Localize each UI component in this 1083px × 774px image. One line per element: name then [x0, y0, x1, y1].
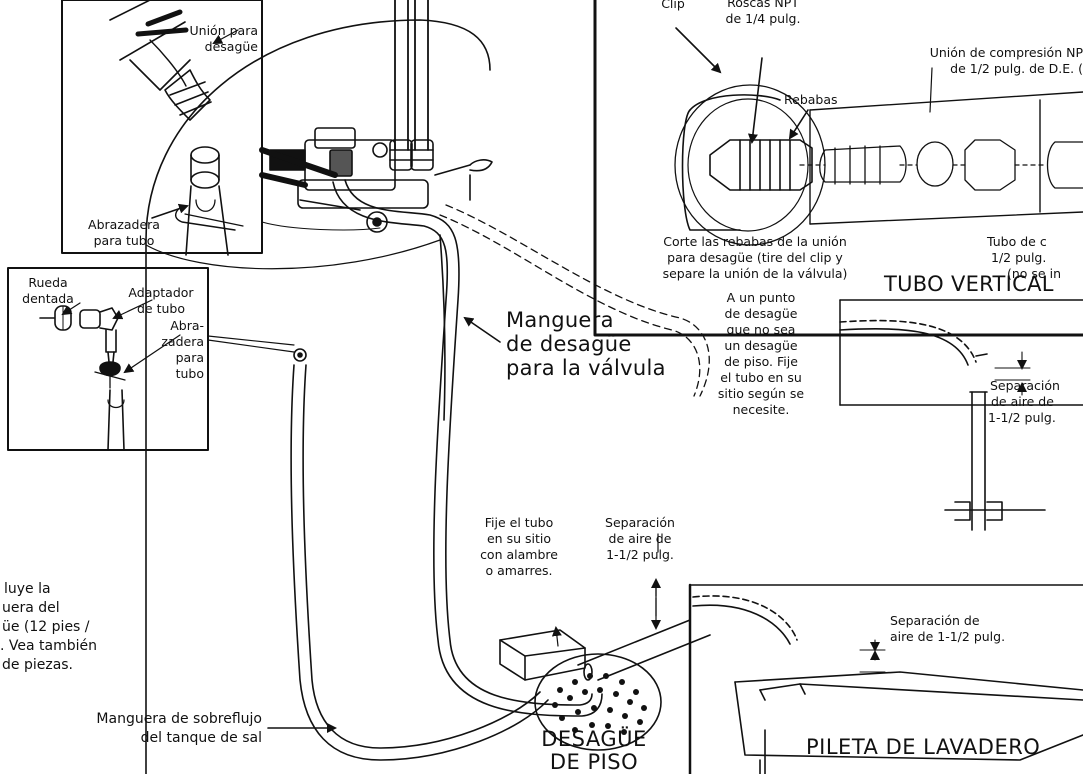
overflow-hose	[290, 348, 549, 761]
drain-union-inset-frame	[61, 0, 263, 256]
standpipe-inset-frame	[839, 299, 1083, 531]
laundry-tub-title: PILETA DE LAVADERO	[806, 735, 1041, 759]
softener-tank	[145, 19, 491, 774]
union-cut-inset-frame	[593, 0, 1083, 337]
support-block	[499, 629, 586, 681]
standpipe-title: TUBO VERTICAL	[884, 272, 1054, 296]
control-valve	[269, 127, 493, 233]
floor-pipe	[577, 619, 711, 681]
tube-adapter-inset-frame	[7, 267, 295, 451]
laundry-tub-inset-frame	[688, 583, 1083, 774]
burrs-label: Rebabas	[784, 92, 838, 107]
valve-drain-hose	[332, 179, 603, 717]
floor-air-gap-marks	[651, 533, 661, 630]
clip-label: Clip	[661, 0, 685, 11]
dashed-route	[439, 204, 710, 397]
inlet-outlet-pipes	[389, 0, 434, 171]
